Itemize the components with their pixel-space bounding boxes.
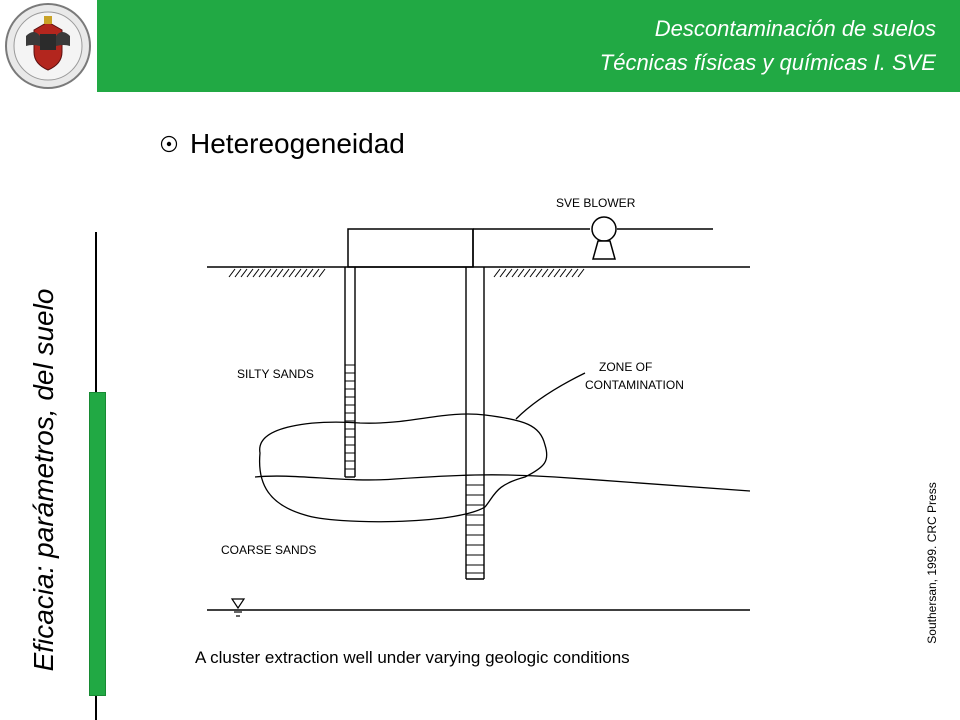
zone-label-line1: ZONE OF [599,360,652,374]
silty-sands-label: SILTY SANDS [237,367,314,381]
contamination-zone-outline [258,413,548,523]
geologic-layer-boundary [254,474,751,492]
side-accent-bar [89,392,106,696]
zone-leader-line [515,372,586,420]
well-deep [465,267,485,580]
ground-hatching [228,268,585,278]
sve-blower-label: SVE BLOWER [556,196,636,210]
well-deep-screen [466,484,484,574]
well-shallow [344,267,356,478]
manifold-piping [347,228,713,268]
header-title: Descontaminación de suelos [654,16,936,41]
source-credit-text: Southersan, 1999. CRC Press [925,482,939,644]
bullet-item: Hetereogeneidad [160,128,405,160]
coarse-sands-label: COARSE SANDS [221,543,316,557]
university-seal-icon [5,3,91,89]
zone-label-line2: CONTAMINATION [585,378,684,392]
university-logo [0,0,97,92]
water-table-symbol [230,598,246,617]
bullet-text: Hetereogeneidad [190,128,405,159]
circle-dot-bullet-icon [160,135,178,153]
side-title-text: Eficacia: parámetros, del suelo [28,288,59,672]
well-shallow-screen [345,364,355,470]
header-subtitle: Técnicas físicas y químicas I. SVE [599,50,936,75]
header-bar: Descontaminación de suelos Técnicas físi… [97,0,960,92]
sve-blower [591,216,617,260]
diagram-caption: A cluster extraction well under varying … [195,648,630,667]
extraction-well-diagram: SVE BLOWER SILTY SANDS ZONE OF CONTAMINA… [195,196,751,667]
